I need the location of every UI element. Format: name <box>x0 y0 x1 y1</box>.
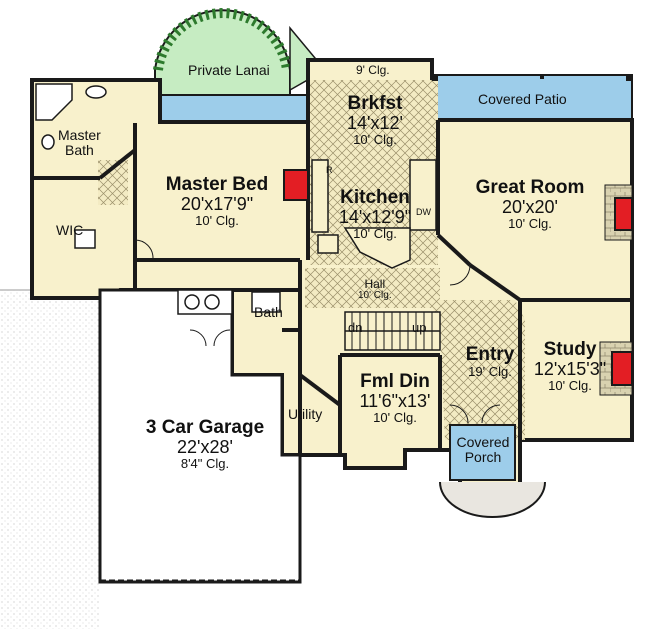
entry-clg: 19' Clg. <box>468 363 512 379</box>
kitchen-clg: 10' Clg. <box>353 225 397 241</box>
label-brkfst-top-clg: 9' Clg. <box>356 64 390 77</box>
study-dims: 12'x15'3" <box>533 358 607 379</box>
fml-din-clg: 10' Clg. <box>373 409 417 425</box>
label-brkfst: Brkfst 14'x12' 10' Clg. <box>340 94 410 146</box>
master-bed-name: Master Bed <box>165 174 269 195</box>
staircase <box>344 311 441 351</box>
brkfst-clg: 10' Clg. <box>353 131 397 147</box>
label-private-lanai: Private Lanai <box>188 63 270 78</box>
garage-clg: 8'4" Clg. <box>180 455 230 471</box>
garage-name: 3 Car Garage <box>145 417 265 438</box>
brkfst-dims: 14'x12' <box>347 112 403 133</box>
study-clg: 10' Clg. <box>548 377 592 393</box>
kitchen-dims: 14'x12'9" <box>338 206 412 227</box>
master-fireplace <box>283 169 309 201</box>
label-great-room: Great Room 20'x20' 10' Clg. <box>470 178 590 230</box>
fml-din-dims: 11'6"x13' <box>359 390 431 411</box>
private-lanai-name: Private Lanai <box>188 62 270 78</box>
covered-porch-line2: Porch <box>464 448 502 465</box>
label-stair-up: up <box>412 321 426 335</box>
r-label: R <box>326 165 333 175</box>
covered-patio-name: Covered Patio <box>478 91 567 107</box>
dw-label: DW <box>416 207 431 217</box>
label-covered-porch: Covered Porch <box>456 435 510 464</box>
kitchen-name: Kitchen <box>340 187 410 208</box>
label-r: R <box>326 165 333 175</box>
great-room-name: Great Room <box>475 177 585 198</box>
lanai-planter <box>153 8 292 71</box>
brkfst-name: Brkfst <box>347 93 403 114</box>
label-entry: Entry 19' Clg. <box>462 345 518 379</box>
patio-posts <box>432 75 632 81</box>
label-hall: Hall 10' Clg. <box>358 278 392 301</box>
covered-porch-line1: Covered <box>456 434 510 450</box>
covered-patio-area <box>431 74 633 120</box>
lanai-blue-strip <box>159 94 309 124</box>
study-name: Study <box>543 339 597 360</box>
interior-walls <box>32 120 632 455</box>
garage-dims: 22'x28' <box>177 436 233 457</box>
study-fireplace <box>611 351 633 386</box>
master-bed-dims: 20'x17'9" <box>180 193 254 214</box>
label-utility: Utility <box>288 407 322 422</box>
label-stair-down: dn <box>348 321 362 335</box>
kitchen-counters <box>311 159 437 269</box>
great-room-dims: 20'x20' <box>502 196 558 217</box>
private-lanai-area <box>154 9 291 96</box>
master-bed-clg: 10' Clg. <box>195 212 239 228</box>
label-garage: 3 Car Garage 22'x28' 8'4" Clg. <box>140 418 270 470</box>
great-room-clg: 10' Clg. <box>508 215 552 231</box>
fml-din-name: Fml Din <box>360 371 430 392</box>
utility-name: Utility <box>288 406 323 422</box>
label-wic: WIC <box>56 223 83 238</box>
stair-down: dn <box>348 320 363 335</box>
door-swings <box>134 239 501 424</box>
great-room-fireplace <box>614 197 633 231</box>
hall-tile-floor <box>305 268 440 308</box>
wic-name: WIC <box>56 222 84 238</box>
label-bath: Bath <box>254 305 283 320</box>
label-study: Study 12'x15'3" 10' Clg. <box>530 340 610 392</box>
bath-name: Bath <box>254 304 283 320</box>
entry-name: Entry <box>465 344 515 365</box>
master-bath-line1: Master <box>58 127 101 143</box>
porch-arc <box>439 481 546 518</box>
hall-name: Hall <box>364 277 386 291</box>
label-fml-din: Fml Din 11'6"x13' 10' Clg. <box>352 372 438 424</box>
service-fixtures <box>177 289 281 315</box>
driveway <box>0 290 100 629</box>
master-bath-line2: Bath <box>64 141 94 158</box>
label-covered-patio: Covered Patio <box>478 92 567 107</box>
hall-clg: 10' Clg. <box>358 289 392 301</box>
label-master-bath: Master Bath <box>58 128 101 157</box>
stair-up: up <box>412 320 427 335</box>
label-dw: DW <box>416 207 431 217</box>
master-bath-fixtures <box>35 83 107 249</box>
brkfst-top-clg: 9' Clg. <box>356 63 390 77</box>
covered-porch-area <box>449 424 516 481</box>
label-kitchen: Kitchen 14'x12'9" 10' Clg. <box>330 188 420 240</box>
label-master-bed: Master Bed 20'x17'9" 10' Clg. <box>162 175 272 227</box>
